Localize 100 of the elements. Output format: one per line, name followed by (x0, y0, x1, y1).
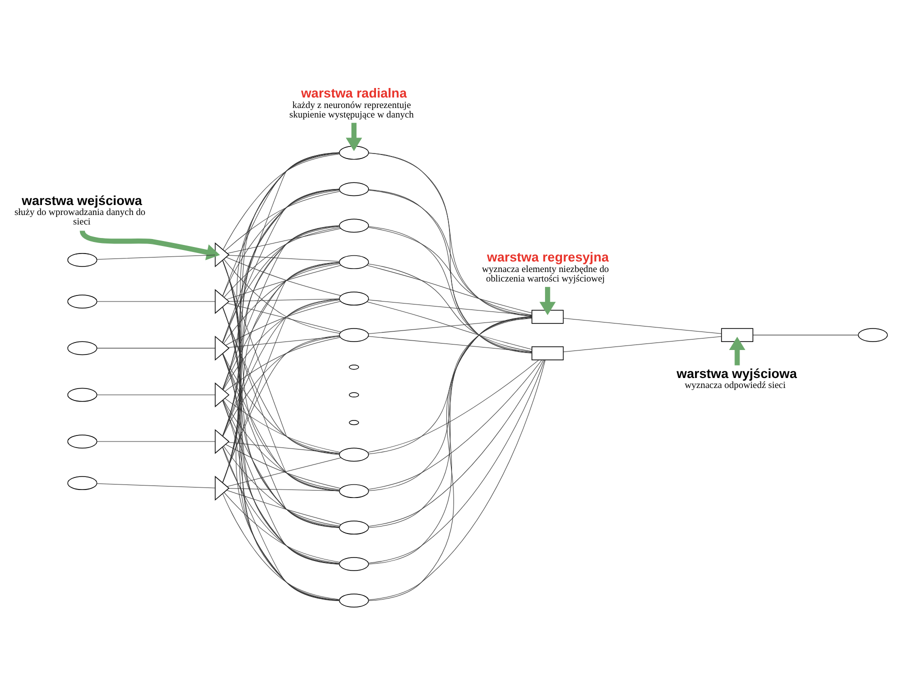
connector (226, 264, 342, 300)
connector (226, 444, 341, 488)
node-text: warstwa regresyjna wyznacza elementy niezbędne do obliczenia wartości wyjściowej (482, 249, 609, 284)
node-box (721, 328, 754, 342)
connector (96, 482, 216, 488)
node-ellipse (339, 254, 369, 269)
node-text: warstwa radialna każdy z neuronów reprezentuje skupienie występujące w danych (289, 85, 414, 120)
node-ellipse (339, 484, 369, 498)
node-ellipse (67, 387, 98, 402)
connector (368, 226, 532, 352)
node-triangle (214, 335, 230, 360)
connector (226, 490, 342, 524)
connector (368, 316, 532, 454)
connector (224, 336, 341, 392)
connector (368, 336, 532, 352)
connector (222, 188, 340, 390)
connector (226, 300, 341, 345)
connector (368, 318, 532, 334)
connector (96, 394, 216, 395)
arrow (729, 336, 746, 365)
node-text: warstwa wejściowa służy do wprowadzania danych do sieci (14, 192, 146, 227)
connector (222, 446, 340, 600)
connector (222, 262, 340, 390)
connector (228, 336, 340, 348)
connector (222, 188, 340, 342)
connector (222, 153, 340, 250)
node-ellipse (67, 434, 98, 448)
connector (222, 400, 340, 600)
connector (368, 189, 532, 316)
connector (222, 399, 340, 490)
node-triangle (214, 242, 230, 267)
node-box (532, 309, 564, 324)
connector (368, 299, 532, 316)
node-triangle (214, 288, 230, 314)
connector (222, 352, 340, 454)
connector (222, 352, 340, 528)
connector (368, 263, 532, 352)
connector (222, 400, 340, 564)
node-ellipse (339, 328, 369, 342)
connector (222, 334, 340, 482)
connector (367, 359, 540, 452)
node-ellipse (339, 182, 369, 196)
node-ellipse (67, 294, 98, 308)
node-text: warstwa wyjściowa wyznacza odpowiedź sieci (676, 366, 797, 391)
connector (222, 152, 340, 342)
connector (368, 316, 532, 491)
connector (366, 301, 532, 350)
connector (228, 442, 340, 454)
node-ellipse (339, 520, 369, 534)
connector (226, 256, 342, 296)
node-ellipse (67, 340, 98, 355)
connector (222, 399, 340, 527)
connector (228, 488, 340, 491)
connector (222, 152, 340, 296)
node-box (532, 346, 564, 360)
connector (222, 298, 340, 436)
connector (368, 152, 532, 316)
connector (368, 359, 544, 526)
connector (752, 334, 858, 335)
connector (224, 190, 340, 251)
connector (368, 359, 542, 490)
node-ellipse (348, 420, 360, 425)
connector (222, 306, 340, 454)
connector (222, 299, 340, 390)
connector (563, 336, 722, 352)
connector (227, 228, 341, 254)
node-ellipse (348, 364, 360, 370)
connector (222, 335, 340, 436)
connector (222, 226, 340, 342)
node-ellipse (858, 328, 888, 342)
arrow (539, 286, 556, 315)
node-ellipse (339, 556, 369, 570)
connector (223, 445, 340, 526)
connector (366, 264, 532, 313)
connector (368, 316, 532, 528)
node-triangle (214, 382, 230, 407)
node-ellipse (339, 218, 369, 232)
node-triangle (214, 475, 230, 500)
connector (228, 254, 340, 262)
connector (368, 359, 546, 600)
arrow (346, 122, 362, 151)
node-ellipse (348, 392, 360, 397)
connector (368, 152, 532, 353)
connector (223, 262, 340, 344)
connector (96, 440, 216, 442)
connector (222, 446, 340, 563)
node-ellipse (67, 476, 98, 490)
connector (222, 352, 340, 490)
connector (96, 254, 216, 260)
connector (368, 359, 545, 563)
node-ellipse (339, 291, 369, 306)
connector (227, 457, 342, 486)
connector (222, 190, 340, 296)
connector (224, 492, 340, 562)
connector (368, 188, 532, 353)
node-ellipse (339, 447, 369, 462)
connector (228, 298, 340, 302)
connector (224, 398, 341, 452)
connector (227, 302, 342, 332)
connector (224, 226, 340, 297)
